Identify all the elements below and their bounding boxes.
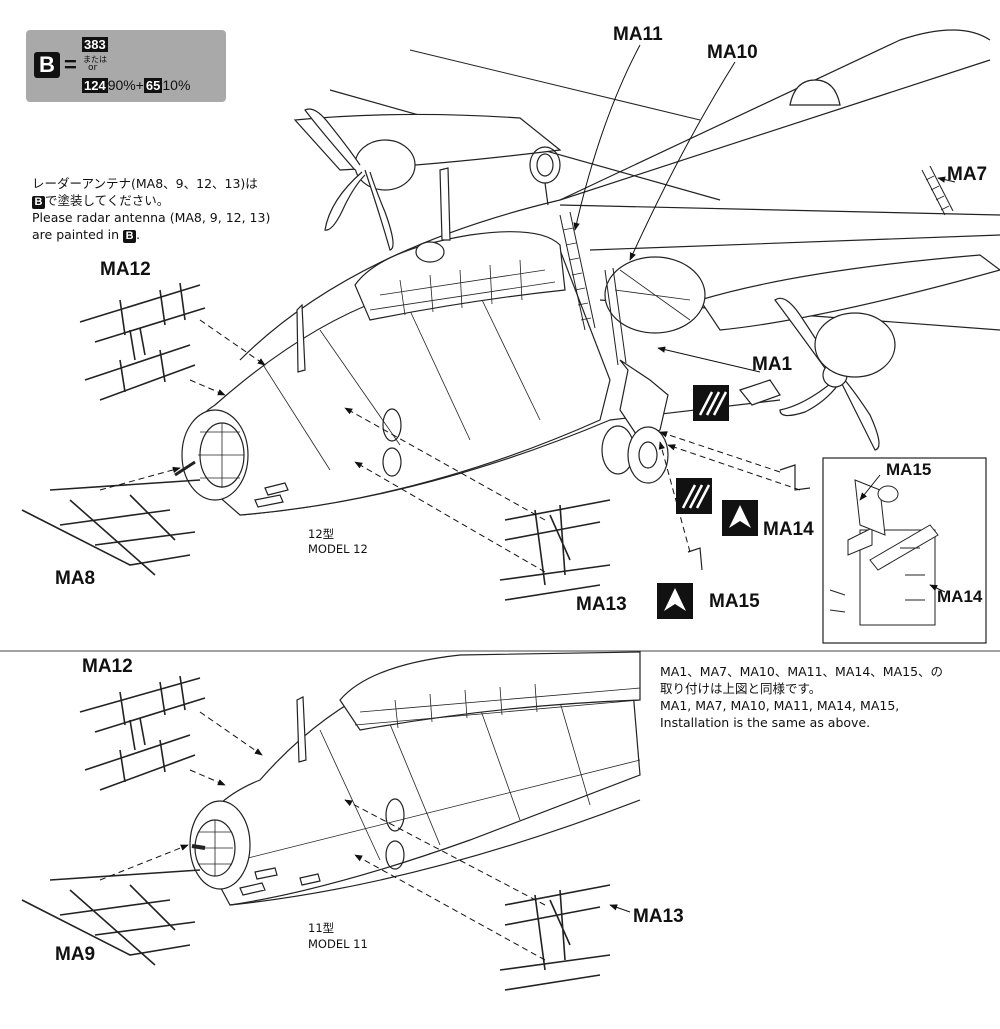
paint-pct-b: 10% xyxy=(162,77,191,93)
aircraft-model-11 xyxy=(189,651,641,906)
part-label-ma12-bottom: MA12 xyxy=(82,656,133,677)
hatch-diagonal-icon xyxy=(693,385,729,421)
model-12-jp: 12型 xyxy=(308,527,334,541)
inline-b-badge-en: B xyxy=(123,230,137,243)
antenna-ma9 xyxy=(21,869,201,966)
part-label-ma13-top: MA13 xyxy=(576,594,627,615)
antenna-ma13-top xyxy=(499,499,611,601)
note-en-line1: Please radar antenna (MA8, 9, 12, 13) xyxy=(32,210,271,225)
or-jp: または xyxy=(83,55,107,64)
installation-note: MA1、MA7、MA10、MA11、MA14、MA15、の 取り付けは上図と同様… xyxy=(660,663,980,731)
part-label-ma1: MA1 xyxy=(752,354,793,375)
color-key-letter: B xyxy=(34,52,60,78)
install-jp-line1: MA1、MA7、MA10、MA11、MA14、MA15、の xyxy=(660,664,944,679)
note-jp-line1: レーダーアンテナ(MA8、9、12、13)は xyxy=(32,176,258,191)
leader-lines-bottom xyxy=(99,711,631,961)
paint-code-a: 124 xyxy=(82,78,108,93)
inset-label-ma15: MA15 xyxy=(886,460,931,479)
part-label-ma9: MA9 xyxy=(55,944,95,965)
model-12-en: MODEL 12 xyxy=(308,542,368,556)
aircraft-model-12 xyxy=(174,29,1000,516)
model-11-en: MODEL 11 xyxy=(308,937,368,951)
part-label-ma14: MA14 xyxy=(763,519,814,540)
part-label-ma7: MA7 xyxy=(947,164,987,185)
part-label-ma12-top: MA12 xyxy=(100,259,151,280)
color-key-equals: = xyxy=(64,52,77,77)
antenna-ma8 xyxy=(21,479,201,576)
part-label-ma10: MA10 xyxy=(707,42,758,63)
antenna-ma12-top xyxy=(79,282,206,401)
part-label-ma15: MA15 xyxy=(709,591,760,612)
paint-code-primary: 383 xyxy=(82,37,108,52)
inline-b-badge: B xyxy=(32,196,45,209)
inset-label-ma14: MA14 xyxy=(937,587,983,606)
plus-sign: + xyxy=(135,77,144,93)
install-en-line1: MA1, MA7, MA10, MA11, MA14, MA15, xyxy=(660,698,900,713)
antenna-ma12-bottom xyxy=(79,675,206,791)
part-label-ma8: MA8 xyxy=(55,568,95,589)
inset-detail-ma14-ma15 xyxy=(822,457,987,644)
part-label-ma13-bottom: MA13 xyxy=(633,906,684,927)
brackets-ma14-ma15 xyxy=(687,464,811,571)
install-en-line2: Installation is the same as above. xyxy=(660,715,871,730)
or-en: or xyxy=(88,63,98,73)
model-11-jp: 11型 xyxy=(308,921,334,935)
chevron-mark-icon xyxy=(722,500,758,536)
hatch-diagonal-icon xyxy=(676,478,712,514)
paint-pct-a: 90% xyxy=(107,77,136,93)
part-label-ma11: MA11 xyxy=(613,24,663,45)
leader-lines-top xyxy=(99,44,956,593)
note-jp-line2: で塗装してください。 xyxy=(45,193,170,208)
note-en-line2: are painted in xyxy=(32,227,120,242)
chevron-mark-icon xyxy=(657,583,693,619)
paint-code-b: 65 xyxy=(143,78,163,93)
install-jp-line2: 取り付けは上図と同様です。 xyxy=(660,681,822,696)
antenna-ma13-bottom xyxy=(499,884,611,991)
